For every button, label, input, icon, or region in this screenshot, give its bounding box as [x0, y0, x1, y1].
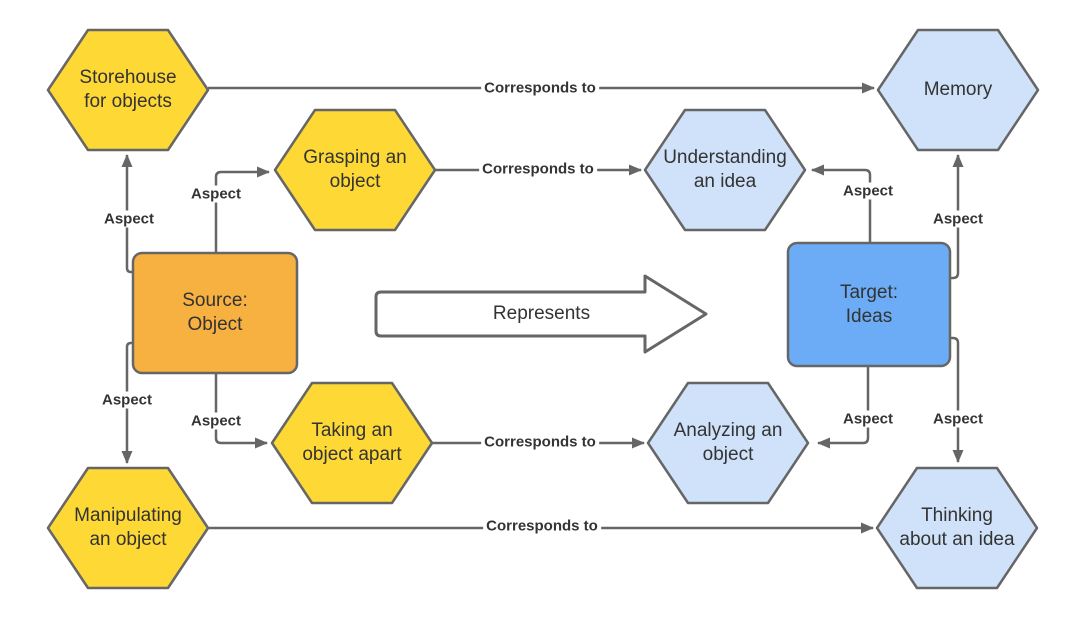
memory-hexagon [876, 28, 1040, 152]
aspect-label-source-grasping: Aspect [187, 185, 245, 203]
aspect-label-target-thinking: Aspect [929, 410, 987, 428]
edge-target-thinking [950, 336, 964, 463]
edge-source-storehouse [121, 154, 133, 274]
edge-source-manipulating [121, 341, 133, 464]
grasping-hexagon [273, 108, 437, 232]
corresponds-label-manipulating-thinking: Corresponds to [483, 517, 601, 535]
understanding-hexagon [643, 108, 807, 232]
source-box [131, 251, 299, 375]
edge-source-taking [214, 373, 268, 449]
storehouse-hexagon [46, 28, 210, 152]
aspect-label-target-understanding: Aspect [839, 182, 897, 200]
aspect-label-source-manipulating: Aspect [98, 391, 156, 409]
edge-source-grasping [214, 166, 270, 253]
edge-target-understanding [811, 164, 872, 243]
aspect-label-source-storehouse: Aspect [100, 210, 158, 228]
aspect-label-target-memory: Aspect [929, 210, 987, 228]
aspect-label-source-taking: Aspect [187, 412, 245, 430]
taking-hexagon [270, 381, 434, 505]
thinking-hexagon [875, 466, 1039, 590]
represents-arrow-shape [374, 274, 708, 354]
edge-target-analyzing [817, 366, 870, 449]
aspect-label-target-analyzing: Aspect [839, 410, 897, 428]
corresponds-label-taking-analyzing: Corresponds to [481, 433, 599, 451]
target-box [786, 241, 952, 368]
corresponds-label-storehouse-memory: Corresponds to [481, 79, 599, 97]
edge-target-memory [950, 154, 964, 280]
manipulating-hexagon [46, 466, 210, 590]
corresponds-label-grasping-understanding: Corresponds to [479, 160, 597, 178]
analyzing-hexagon [646, 381, 810, 505]
